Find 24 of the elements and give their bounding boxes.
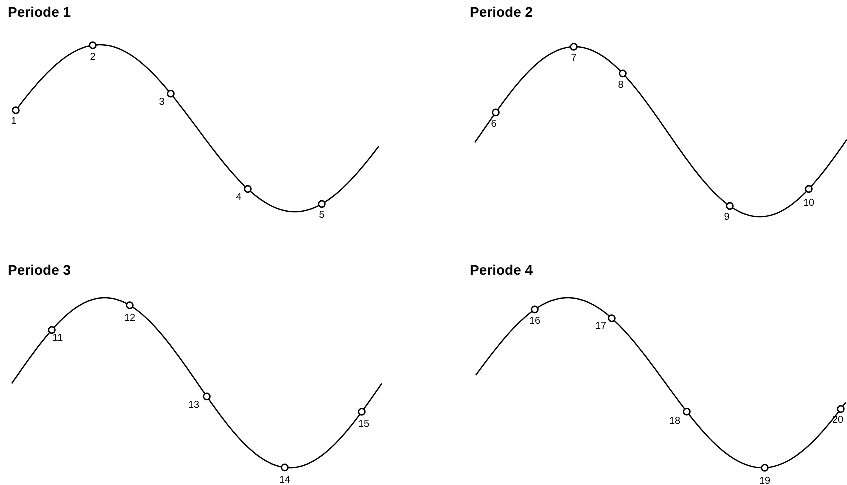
point-number: 18 <box>669 416 681 427</box>
point-number: 2 <box>90 52 96 63</box>
panel-title: Periode 1 <box>8 4 72 20</box>
point-number: 16 <box>529 316 541 327</box>
panel-title: Periode 4 <box>470 262 534 278</box>
point-number: 4 <box>236 192 242 204</box>
point-number: 20 <box>832 415 844 426</box>
point-number: 8 <box>618 80 624 91</box>
point-number: 15 <box>358 418 370 430</box>
point-number: 19 <box>759 476 771 485</box>
point-number: 7 <box>571 53 577 64</box>
point-number: 6 <box>491 118 497 130</box>
point-number: 11 <box>52 333 64 344</box>
point-number: 10 <box>803 198 815 210</box>
point-number: 12 <box>124 312 136 324</box>
point-number: 14 <box>279 474 291 485</box>
point-number: 9 <box>724 212 730 224</box>
point-number: 13 <box>188 400 200 411</box>
point-number: 1 <box>11 116 17 128</box>
panel-title: Periode 2 <box>470 4 534 20</box>
point-number: 17 <box>595 321 607 332</box>
point-number: 5 <box>319 210 325 222</box>
point-number: 3 <box>159 96 165 108</box>
panel-title: Periode 3 <box>8 262 72 278</box>
